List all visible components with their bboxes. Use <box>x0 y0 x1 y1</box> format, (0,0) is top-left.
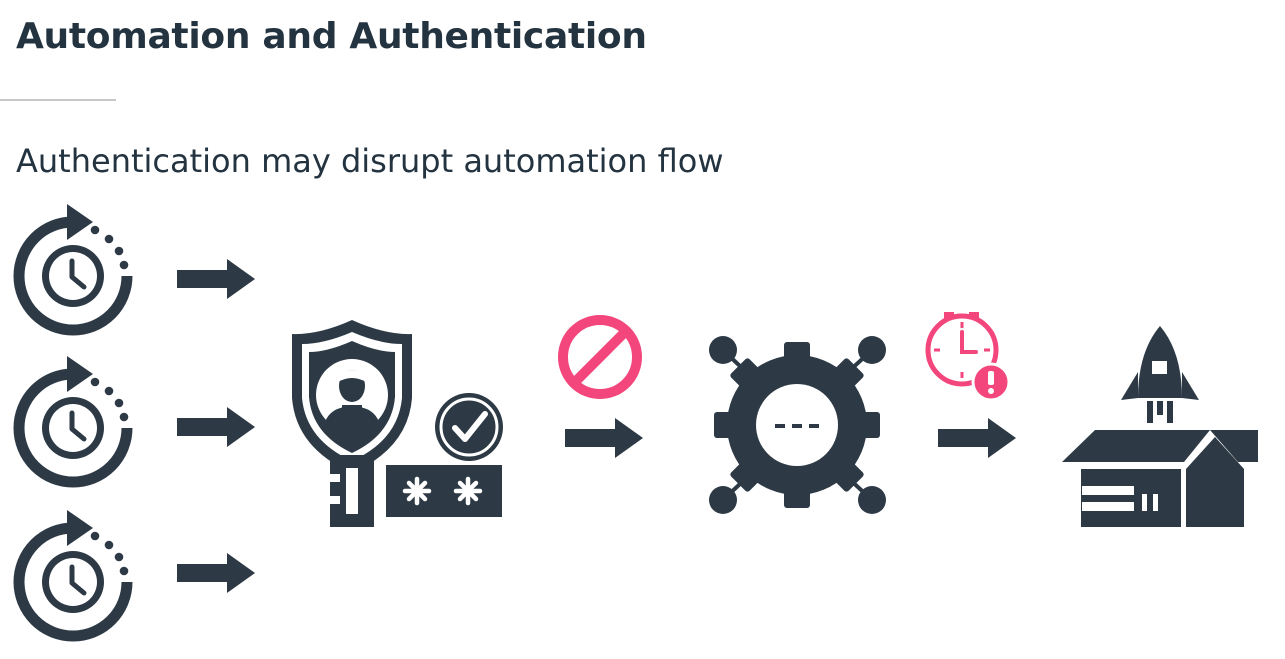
slide-subtitle: Authentication may disrupt automation fl… <box>16 142 724 180</box>
scheduled-clock-icon <box>19 356 128 482</box>
arrow-right-icon <box>177 259 255 299</box>
authentication-shield-key-icon <box>292 320 503 527</box>
blocked-icon <box>558 315 642 399</box>
timeout-alert-icon <box>925 312 1011 402</box>
arrow-right-icon <box>177 407 255 447</box>
scheduled-clock-icon <box>19 204 128 330</box>
arrow-right-icon <box>177 553 255 593</box>
title-divider <box>0 99 116 101</box>
slide-title: Automation and Authentication <box>16 16 647 57</box>
automation-gear-icon <box>709 336 886 514</box>
deployment-rocket-box-icon <box>1062 326 1258 527</box>
arrow-right-icon <box>565 418 643 458</box>
arrow-right-icon <box>938 418 1016 458</box>
scheduled-clock-icon <box>19 510 128 636</box>
